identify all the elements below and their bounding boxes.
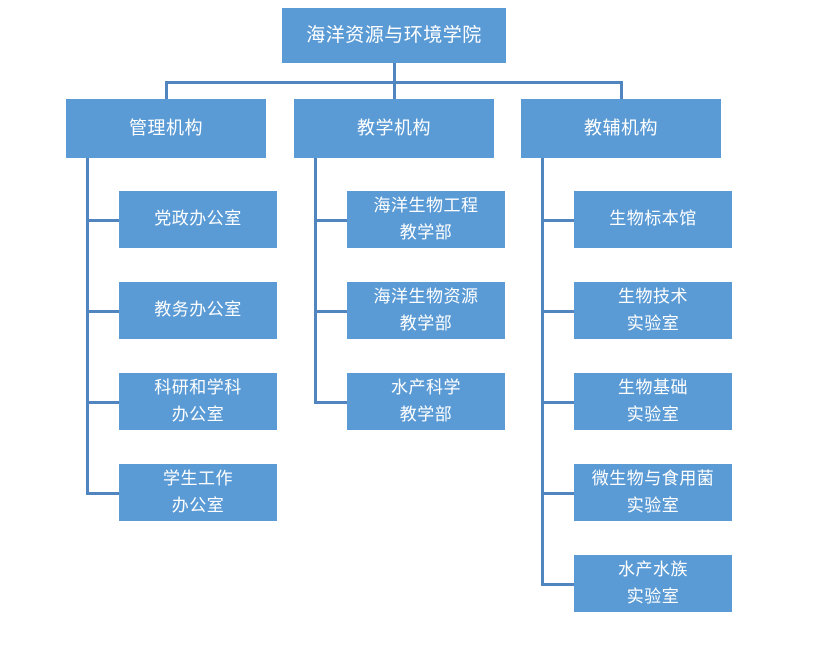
leaf-node-1-3-line-2: 办公室 [171,404,225,425]
branch-node-2-line-1: 教学机构 [357,117,431,139]
leaf-stub-2-3 [314,401,347,404]
leaf-node-3-2-line-2: 实验室 [626,313,680,334]
branch-trunk-2 [314,158,317,402]
leaf-node-2-2-line-2: 教学部 [399,313,453,334]
leaf-node-1-2-line-1: 教务办公室 [154,300,242,321]
branch-node-3-line-1: 教辅机构 [584,117,658,139]
leaf-node-3-5-line-1: 水产水族 [618,560,688,581]
leaf-node-3-3[interactable]: 生物基础实验室 [574,373,732,430]
branch-node-2[interactable]: 教学机构 [294,99,494,158]
leaf-node-1-4[interactable]: 学生工作办公室 [119,464,277,521]
leaf-node-3-1[interactable]: 生物标本馆 [574,191,732,248]
leaf-node-1-4-line-2: 办公室 [171,495,225,516]
branch-drop-3 [620,81,623,99]
leaf-node-2-3[interactable]: 水产科学教学部 [347,373,505,430]
branch-trunk-3 [541,158,544,584]
leaf-node-3-2[interactable]: 生物技术实验室 [574,282,732,339]
leaf-node-3-2-line-1: 生物技术 [618,287,688,308]
leaf-node-3-4-line-2: 实验室 [626,495,680,516]
leaf-node-1-2[interactable]: 教务办公室 [119,282,277,339]
leaf-node-3-1-line-1: 生物标本馆 [609,209,697,230]
branch-node-1-line-1: 管理机构 [129,117,203,139]
leaf-node-2-3-line-1: 水产科学 [391,378,461,399]
root-node-line-1: 海洋资源与环境学院 [306,23,482,46]
branch-node-3[interactable]: 教辅机构 [521,99,721,158]
leaf-node-1-3[interactable]: 科研和学科办公室 [119,373,277,430]
leaf-stub-2-1 [314,219,347,222]
leaf-node-1-4-line-1: 学生工作 [163,469,233,490]
leaf-node-1-1[interactable]: 党政办公室 [119,191,277,248]
leaf-node-2-3-line-2: 教学部 [399,404,453,425]
leaf-node-3-5-line-2: 实验室 [626,586,680,607]
leaf-node-1-3-line-1: 科研和学科 [154,378,242,399]
branch-trunk-1 [86,158,89,493]
leaf-stub-1-3 [86,401,119,404]
leaf-stub-1-4 [86,492,119,495]
branch-drop-1 [165,81,168,99]
leaf-stub-3-2 [541,310,574,313]
root-node[interactable]: 海洋资源与环境学院 [282,8,506,63]
leaf-stub-3-1 [541,219,574,222]
leaf-node-2-1[interactable]: 海洋生物工程教学部 [347,191,505,248]
leaf-stub-1-2 [86,310,119,313]
leaf-node-2-1-line-2: 教学部 [399,222,453,243]
leaf-node-3-4[interactable]: 微生物与食用菌实验室 [574,464,732,521]
leaf-node-3-5[interactable]: 水产水族实验室 [574,555,732,612]
leaf-node-3-4-line-1: 微生物与食用菌 [591,469,715,490]
branch-node-1[interactable]: 管理机构 [66,99,266,158]
leaf-stub-3-3 [541,401,574,404]
leaf-node-3-3-line-2: 实验室 [626,404,680,425]
leaf-node-2-2[interactable]: 海洋生物资源教学部 [347,282,505,339]
leaf-node-2-2-line-1: 海洋生物资源 [373,287,479,308]
branch-drop-2 [393,81,396,99]
leaf-node-2-1-line-1: 海洋生物工程 [373,196,479,217]
leaf-stub-1-1 [86,219,119,222]
leaf-node-1-1-line-1: 党政办公室 [154,209,242,230]
leaf-stub-3-5 [541,583,574,586]
leaf-stub-3-4 [541,492,574,495]
leaf-stub-2-2 [314,310,347,313]
leaf-node-3-3-line-1: 生物基础 [618,378,688,399]
